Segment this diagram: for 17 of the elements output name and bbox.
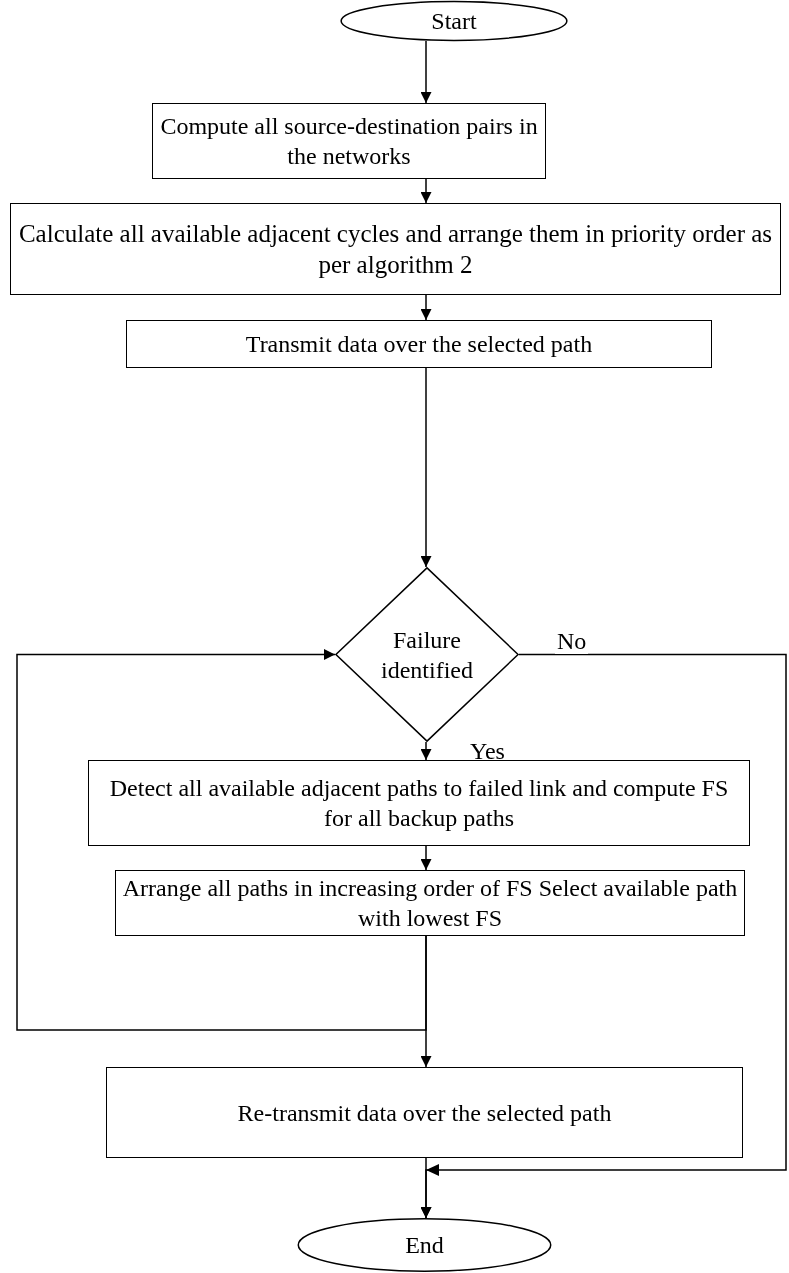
node-text: Calculate all available adjacent cycles and arrange them in priority order as per algorithm 2 (17, 218, 774, 280)
node-text: End (405, 1231, 444, 1260)
node-text: Detect all available adjacent paths to failed link and compute FS for all backup paths (108, 774, 730, 833)
process-box (88, 760, 750, 846)
terminal-ellipse (297, 1218, 552, 1272)
node-text: Start (431, 7, 477, 36)
decision-diamond (335, 567, 519, 742)
node-text: Arrange all paths in increasing order of FS Select available path with lowest FS (121, 874, 739, 933)
node-text: Failure identified (380, 625, 474, 685)
node-text: Transmit data over the selected path (245, 330, 593, 359)
node-text: Compute all source-destination pairs in the networks (159, 112, 539, 171)
process-box (126, 320, 712, 368)
terminal-ellipse (340, 1, 568, 41)
node-text: Re-transmit data over the selected path (237, 1098, 612, 1128)
process-box (106, 1067, 743, 1158)
process-box (152, 103, 546, 179)
process-box (10, 203, 781, 295)
